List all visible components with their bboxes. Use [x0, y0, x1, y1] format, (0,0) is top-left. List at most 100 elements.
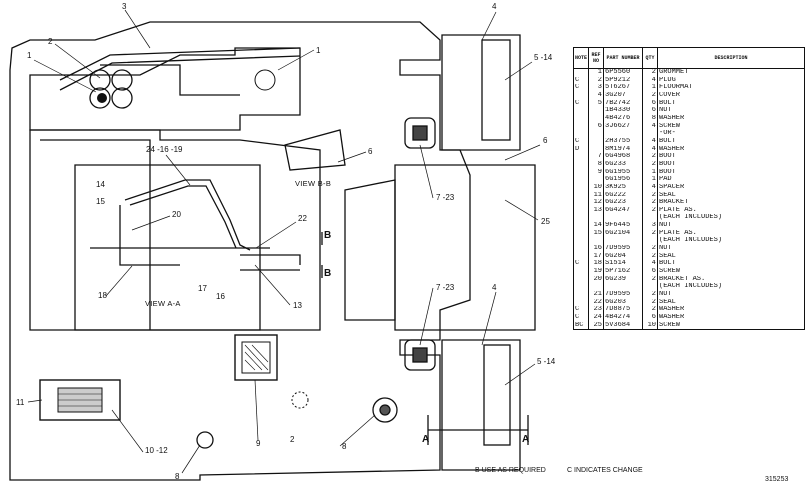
cell-part-number: 7D9595	[603, 291, 643, 299]
cell-ref-no: 15	[588, 229, 604, 238]
cell-description: FLOORMAT	[657, 84, 805, 92]
callout-20: 20	[172, 210, 181, 219]
parts-list: NOTE REF NO PART NUMBER QTY DESCRIPTION …	[573, 47, 805, 331]
cell-ref-no: 18	[588, 260, 604, 269]
floor-plate-exploded-drawing: 1 1 2 2 3 4 4 5 -14 5 -14 6 6 7 -23 7 -2…	[9, 2, 556, 481]
cell-qty: 6	[642, 268, 658, 276]
callout-16: 16	[216, 292, 225, 301]
view-bb-label: VIEW B-B	[295, 179, 331, 188]
cell-note	[573, 245, 589, 253]
section-b-bottom: B	[324, 268, 332, 279]
callout-4b: 4	[492, 283, 497, 292]
cell-ref-no: 17	[588, 252, 604, 261]
cell-part-number: 6G203	[603, 298, 643, 307]
callout-3: 3	[122, 2, 127, 11]
cell-part-number	[603, 130, 643, 138]
cell-ref-no: 14	[588, 222, 604, 230]
cell-qty: 6	[642, 314, 658, 322]
drawing-number: 315253	[765, 476, 789, 483]
callout-14: 14	[96, 180, 105, 189]
col-ref-no: REF NO	[588, 47, 604, 69]
cell-part-number: 6G222	[603, 191, 643, 200]
col-description: DESCRIPTION	[657, 47, 805, 69]
cell-note: C	[573, 314, 589, 322]
cell-part-number: 2H3755	[603, 137, 643, 146]
cell-description: BOLT	[657, 137, 805, 146]
cell-note	[573, 160, 589, 169]
cell-description: (EACH INCLUDES)	[657, 283, 805, 292]
cell-part-number: 6G1956	[603, 176, 643, 184]
cell-ref-no: 19	[588, 268, 604, 276]
cell-qty: 1	[642, 176, 658, 184]
cell-qty: 2	[642, 298, 658, 307]
cell-description: BRACKET AS.	[657, 275, 805, 284]
cell-description: SPACER	[657, 183, 805, 192]
cell-note	[573, 214, 589, 223]
cell-note	[573, 183, 589, 192]
cell-ref-no: 2	[588, 76, 604, 85]
cell-ref-no: 11	[588, 191, 604, 200]
cell-ref-no: 13	[588, 206, 604, 215]
cell-part-number: 6P5560	[603, 68, 643, 77]
cell-part-number: 6G4968	[603, 153, 643, 161]
callout-6b: 6	[368, 147, 373, 156]
cell-qty: 2	[642, 199, 658, 207]
cell-description: NUT	[657, 245, 805, 253]
cell-ref-no	[588, 145, 604, 154]
cell-note	[573, 222, 589, 230]
cell-description: SEAL	[657, 252, 805, 261]
cell-part-number	[603, 283, 643, 292]
cell-part-number: 3J6627	[603, 122, 643, 131]
cell-part-number: 4B4276	[603, 114, 643, 123]
cell-qty: 2	[642, 306, 658, 314]
callout-1a: 1	[316, 46, 321, 55]
cell-description: SEAL	[657, 191, 805, 200]
cell-part-number	[603, 237, 643, 246]
cell-note	[573, 176, 589, 184]
cell-qty: 6	[642, 99, 658, 108]
cell-description: SCREW	[657, 268, 805, 276]
cell-part-number	[603, 214, 643, 223]
cell-description: WASHER	[657, 145, 805, 154]
cell-part-number: 7D8875	[603, 306, 643, 314]
callout-2b: 2	[290, 435, 295, 444]
cell-qty	[642, 283, 658, 292]
cell-ref-no: 5	[588, 99, 604, 108]
cell-ref-no	[588, 114, 604, 123]
cell-description: BOOT	[657, 153, 805, 161]
cell-description: COVER	[657, 91, 805, 100]
cell-description: PLUG	[657, 76, 805, 85]
cell-description: BRACKET	[657, 199, 805, 207]
cell-part-number: 6G239	[603, 275, 643, 284]
cell-note	[573, 68, 589, 77]
callout-18: 18	[98, 291, 107, 300]
cell-note	[573, 268, 589, 276]
cell-qty: 2	[642, 160, 658, 169]
callout-2a: 2	[48, 37, 53, 46]
cell-description: BOOT	[657, 160, 805, 169]
cell-ref-no: 24	[588, 314, 604, 322]
cell-description: SCREW	[657, 321, 805, 331]
callout-13: 13	[293, 301, 302, 310]
cell-description: (EACH INCLUDES)	[657, 214, 805, 223]
cell-note	[573, 91, 589, 100]
cell-description: (EACH INCLUDES)	[657, 237, 805, 246]
cell-description: NUT	[657, 291, 805, 299]
cell-part-number: 6G204	[603, 252, 643, 261]
cell-description: -OR-	[657, 130, 805, 138]
cell-part-number: 6G1955	[603, 168, 643, 177]
cell-note	[573, 168, 589, 177]
cell-description: BOLT	[657, 99, 805, 108]
section-a-right: A	[522, 434, 530, 445]
